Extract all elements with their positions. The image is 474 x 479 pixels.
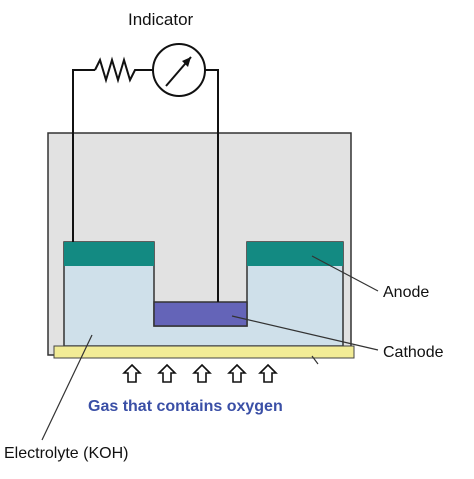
gas-flow-arrows [122,363,278,383]
resistor-icon [94,56,138,84]
anode-leader [311,255,379,292]
anode-label: Anode [383,284,429,301]
anode-left [64,242,154,266]
up-arrow-icon [122,363,142,383]
up-arrow-icon [192,363,212,383]
up-arrow-icon [227,363,247,383]
membrane-strip [53,345,355,359]
galvanometer-icon [152,43,206,97]
circuit-wiring [72,69,219,302]
electrolyte-label: Electrolyte (KOH) [4,445,128,462]
cathode-leader [231,315,379,351]
indicator-label: Indicator [128,10,194,29]
up-arrow-icon [157,363,177,383]
membrane-leader [311,355,319,365]
gas-label: Gas that contains oxygen [88,398,283,415]
up-arrow-icon [258,363,278,383]
cathode-label: Cathode [383,344,444,361]
anode-right [247,242,343,266]
electrolyte-leader [41,334,93,441]
cathode-plate [153,301,248,327]
